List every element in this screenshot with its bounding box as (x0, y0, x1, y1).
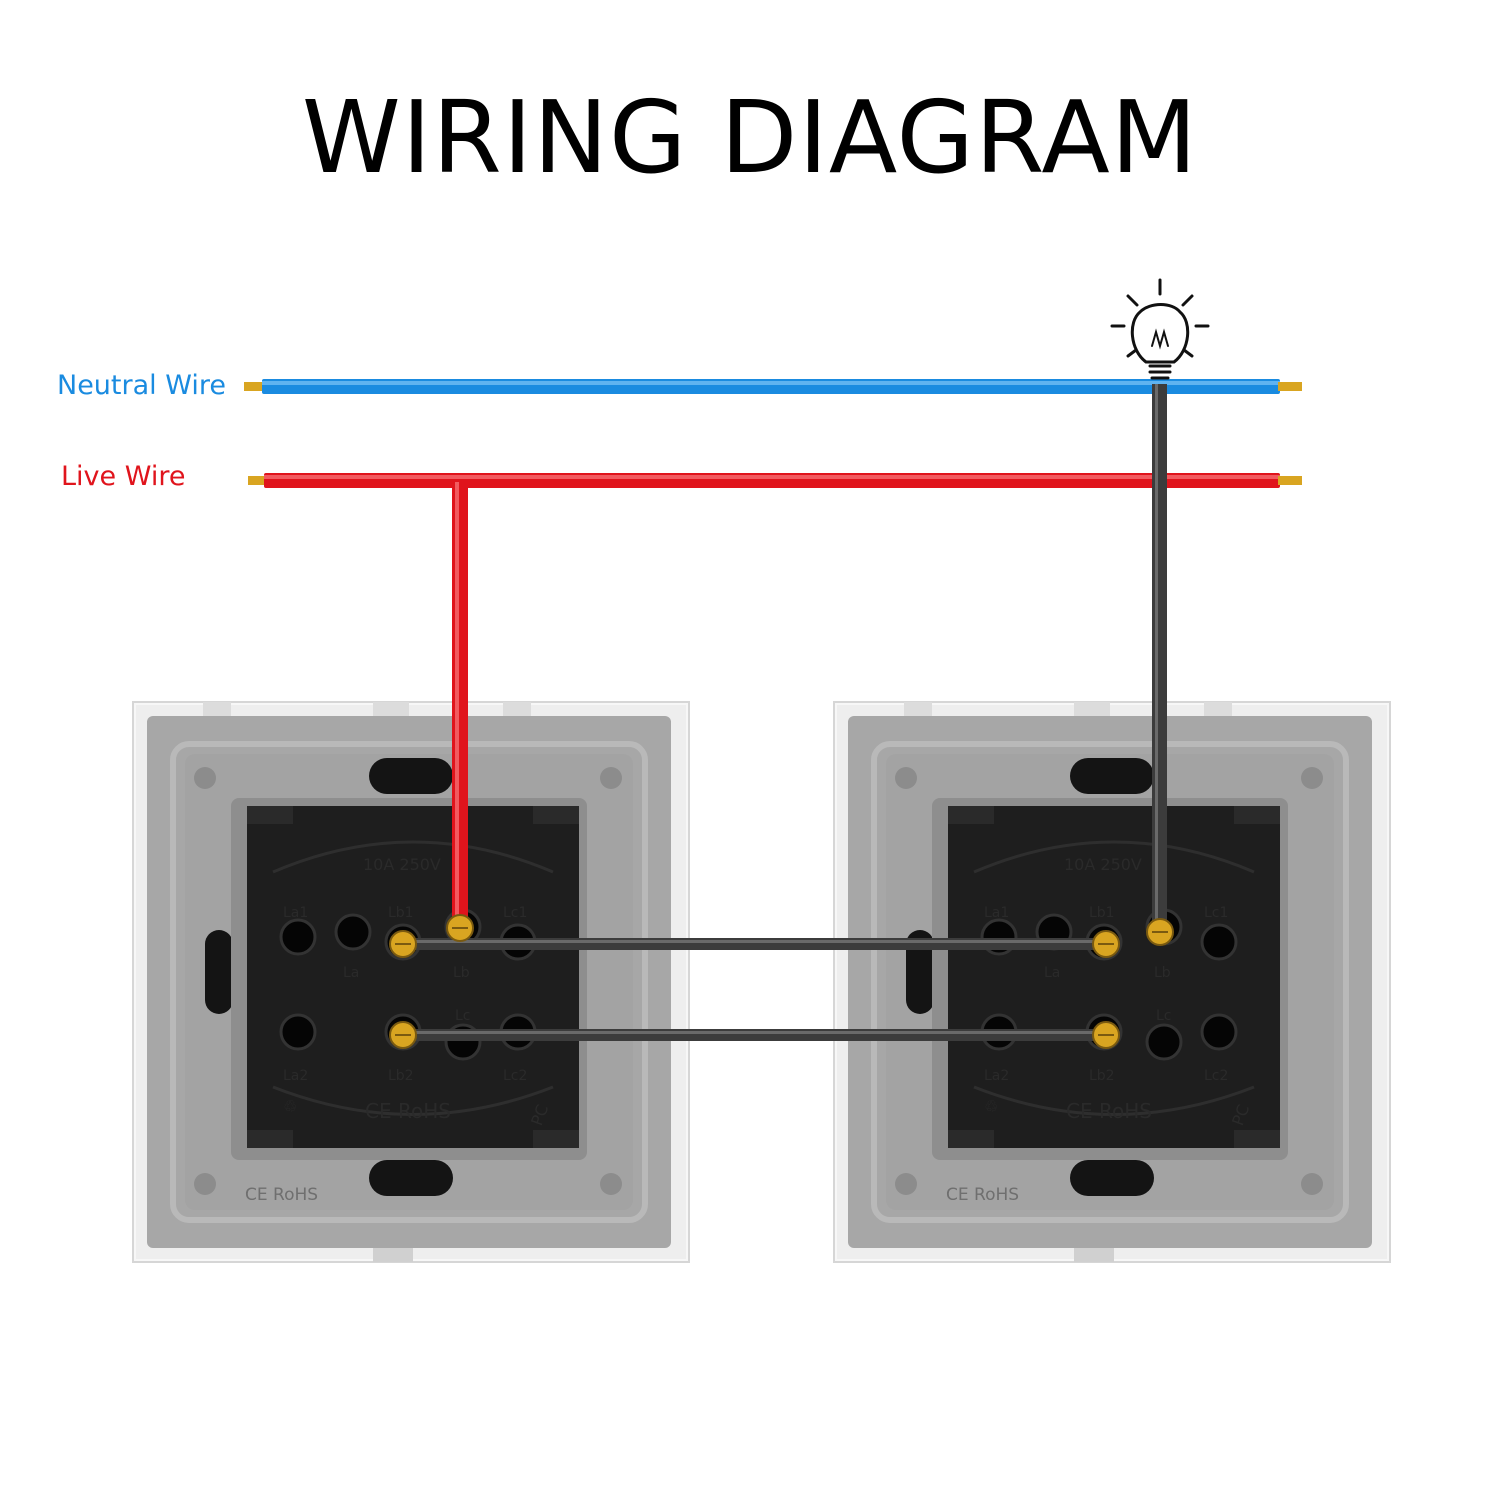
left-terminal-la2: La2 (283, 1068, 308, 1084)
right-terminal-lb1: Lb1 (1089, 905, 1115, 921)
right-terminal-lb: Lb (1154, 965, 1171, 981)
right-terminal-la2: La2 (984, 1068, 1009, 1084)
traveller-wire-lower (406, 1029, 1106, 1041)
traveller-wire-upper (406, 938, 1106, 950)
left-recycle-icon: ♲ (283, 1097, 297, 1116)
right-plate-cert: CE RoHS (946, 1185, 1019, 1205)
left-plate-cert: CE RoHS (245, 1185, 318, 1205)
right-switch: 10A 250V La1 Lb1 Lc1 La Lb Lc La2 Lb2 Lc… (834, 702, 1390, 1262)
page-title: WIRING DIAGRAM (301, 79, 1199, 196)
left-terminal-lc1: Lc1 (503, 905, 527, 921)
right-recycle-icon: ♲ (984, 1097, 998, 1116)
right-rating-label: 10A 250V (1064, 855, 1142, 874)
left-terminal-lb: Lb (453, 965, 470, 981)
left-terminal-lc2: Lc2 (503, 1068, 527, 1084)
left-terminal-lb1: Lb1 (388, 905, 414, 921)
left-rating-label: 10A 250V (363, 855, 441, 874)
screw-terminal-right-lb2 (1092, 1021, 1120, 1049)
live-drop-wire (452, 482, 468, 927)
right-terminal-la: La (1044, 965, 1060, 981)
left-terminal-lb2: Lb2 (388, 1068, 414, 1084)
screw-terminal-left-lb (446, 914, 474, 942)
neutral-wire-label: Neutral Wire (57, 370, 226, 401)
neutral-wire (244, 379, 1302, 394)
screw-terminal-left-lb1 (389, 930, 417, 958)
screw-terminal-right-lb (1146, 918, 1174, 946)
left-terminal-la1: La1 (283, 905, 308, 921)
left-switch: 10A 250V La1 Lb1 Lc1 La Lb Lc La2 Lb2 Lc… (133, 702, 689, 1262)
left-module-cert: CE RoHS (365, 1099, 451, 1123)
right-terminal-lc1: Lc1 (1204, 905, 1228, 921)
screw-terminal-right-lb1 (1092, 930, 1120, 958)
live-wire-label: Live Wire (61, 461, 186, 492)
left-terminal-la: La (343, 965, 359, 981)
lamp-return-wire (1152, 384, 1167, 930)
right-terminal-lc: Lc (1156, 1008, 1172, 1024)
screw-terminal-left-lb2 (389, 1021, 417, 1049)
right-terminal-lb2: Lb2 (1089, 1068, 1115, 1084)
left-terminal-lc: Lc (455, 1008, 471, 1024)
right-module-cert: CE RoHS (1066, 1099, 1152, 1123)
right-terminal-lc2: Lc2 (1204, 1068, 1228, 1084)
live-wire (248, 473, 1302, 488)
right-terminal-la1: La1 (984, 905, 1009, 921)
light-bulb-icon (1110, 278, 1210, 380)
